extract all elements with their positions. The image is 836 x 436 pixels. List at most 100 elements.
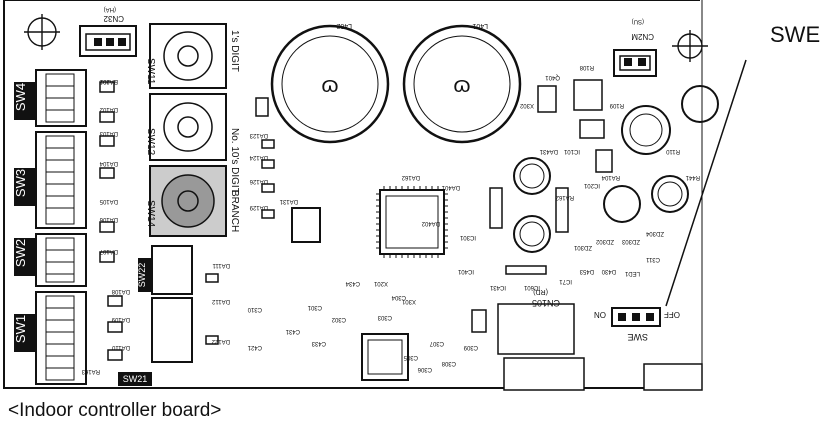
part-ref-zd302: ZD302 — [595, 238, 614, 244]
part-ref-c421: C421 — [247, 344, 262, 350]
sw21-label: SW21 — [123, 374, 148, 384]
part-ref-ic71: IC71 — [559, 278, 572, 284]
part-ref-ra104: RA104 — [601, 174, 620, 180]
part-ref-c434: C434 — [345, 280, 360, 286]
sw11-label: SW11 — [145, 58, 156, 85]
sw4-label: SW4 — [13, 83, 28, 111]
sw4-tag — [14, 82, 36, 120]
mounting-hole-topleft — [24, 14, 60, 50]
part-ref-ic431: IC431 — [489, 284, 506, 290]
part-ref-c431: C431 — [285, 328, 300, 334]
part-ref-c305: C305 — [403, 354, 418, 360]
part-ref-c301: C301 — [307, 304, 322, 310]
sw12-label: SW12 — [145, 128, 156, 156]
part-ref-ra202: RA202 — [99, 78, 118, 84]
l402-label: L402 — [336, 22, 352, 29]
part-ref-da401: DA401 — [441, 184, 460, 190]
sw22-sw21: SW22 SW21 — [118, 245, 193, 386]
ic101-chip — [291, 207, 321, 243]
part-ref-da102: DA102 — [99, 106, 118, 112]
digit1-label: 1's DIGIT — [229, 30, 240, 72]
sw2-bank — [35, 233, 87, 287]
part-ref-zd301: ZD301 — [573, 244, 592, 250]
part-ref-ra162: RA162 — [555, 194, 574, 200]
mounting-hole-topright — [672, 30, 708, 62]
part-ref-ic601: IC601 — [523, 284, 540, 290]
part-ref-zd304: ZD304 — [645, 230, 664, 236]
part-ref-da104: DA104 — [99, 160, 118, 166]
callout-line — [665, 59, 747, 307]
cn105-sub-label: (RD) — [533, 288, 548, 295]
part-ref-led1: LED1 — [624, 270, 640, 276]
part-ref-da105: DA105 — [99, 198, 118, 204]
part-ref-da123: DA123 — [249, 132, 268, 138]
part-ref-r109: R109 — [609, 102, 624, 108]
swe-off-label: OFF — [664, 310, 680, 319]
svg-text:ɷ: ɷ — [453, 72, 470, 97]
sw12-rotary — [149, 93, 227, 161]
sw2-tag — [14, 238, 36, 276]
part-ref-da108: DA108 — [111, 288, 130, 294]
part-ref-d430: D430 — [601, 268, 616, 274]
cn2m-sub-label: (SU) — [632, 18, 644, 24]
part-ref-da109: DA109 — [111, 316, 130, 322]
part-ref-d453: D453 — [579, 268, 594, 274]
sw3-bank — [35, 131, 87, 229]
part-ref-da106: DA106 — [99, 216, 118, 222]
part-ref-c304: C304 — [391, 294, 406, 300]
part-ref-da402: DA402 — [421, 220, 440, 226]
part-ref-da111: DA111 — [212, 262, 230, 268]
small-components — [99, 79, 703, 391]
board-caption: <Indoor controller board> — [8, 400, 222, 421]
digit10-label: No. 10's DIGIT — [229, 128, 240, 194]
part-ref-c306: C306 — [417, 366, 432, 372]
part-ref-r441: R441 — [685, 174, 700, 180]
part-ref-ic101: IC101 — [563, 148, 580, 154]
part-ref-ic401: IC401 — [457, 268, 474, 274]
sw-tags: SW4 SW3 SW2 SW1 — [13, 82, 36, 352]
part-ref-da431: DA431 — [539, 148, 558, 154]
branch-label: BRANCH — [229, 190, 240, 232]
swe-board-label: SWE — [627, 332, 648, 342]
part-ref-da124: DA124 — [249, 154, 268, 160]
capacitors — [513, 85, 719, 253]
svg-text:ɷ: ɷ — [321, 72, 338, 97]
cn105-label: CN105 — [532, 298, 560, 308]
inductors: ɷ ɷ L402 L401 — [270, 22, 522, 144]
rotary-switches: SW11 SW12 SW14 1's DIGIT No. 10's DIGIT … — [145, 23, 240, 237]
l401-inductor — [402, 24, 522, 144]
part-ref-da129: DA129 — [249, 204, 268, 210]
part-ref-da162: DA162 — [401, 174, 420, 180]
cn32-label: CN32 — [103, 14, 124, 23]
l402-inductor — [270, 24, 390, 144]
sw4-bank — [35, 69, 87, 127]
dip-switch-banks — [35, 69, 87, 385]
part-ref-c309: C309 — [463, 344, 478, 350]
sw1-tag — [14, 314, 36, 352]
part-ref-x302: X302 — [519, 102, 534, 108]
swe-on-label: ON — [594, 310, 606, 319]
part-ref-zd303: ZD303 — [621, 238, 640, 244]
part-ref-da126: DA126 — [249, 178, 268, 184]
cn32-sub-label: (HA) — [104, 6, 116, 12]
cn2m-connector: CN2M (SU) — [613, 18, 657, 77]
part-ref-da101: DA101 — [99, 78, 118, 84]
part-ref-c433: C433 — [311, 340, 326, 346]
sw22-label: SW22 — [137, 263, 147, 288]
part-ref-r110: R110 — [665, 148, 680, 154]
sw2-label: SW2 — [13, 239, 28, 267]
part-ref-da110: DA110 — [111, 344, 130, 350]
cn32-connector: CN32 (HA) — [79, 6, 137, 57]
part-ref-ic201: IC201 — [583, 182, 600, 188]
part-ref-c303: C303 — [377, 314, 392, 320]
part-ref-da122: DA122 — [211, 338, 230, 344]
ic201-chip — [361, 333, 409, 381]
part-ref-ic301: IC301 — [459, 234, 476, 240]
part-ref-q401: Q401 — [545, 74, 560, 80]
swe-callout-label: SWE — [770, 22, 821, 47]
l401-label: L401 — [472, 22, 488, 29]
sw3-label: SW3 — [13, 169, 28, 197]
part-ref-da131: DA131 — [279, 198, 298, 204]
part-ref-da112: DA112 — [211, 298, 230, 304]
